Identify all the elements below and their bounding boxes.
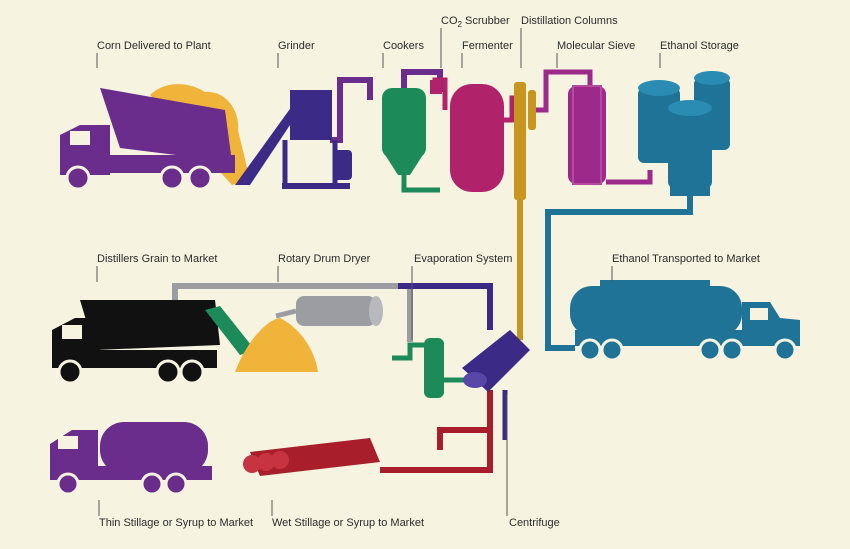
label-ethanol-transported: Ethanol Transported to Market <box>612 253 760 265</box>
rotary-drum-dryer <box>275 296 383 326</box>
labels: Corn Delivered to Plant Grinder Cookers … <box>97 15 760 529</box>
wheel-icon <box>140 472 164 496</box>
wheel-icon <box>56 472 80 496</box>
distillation-columns <box>514 82 536 200</box>
pipe-evap-dryer <box>392 342 430 361</box>
label-co2-scrubber: CO2 Scrubber <box>441 15 510 29</box>
grain-conveyor <box>205 306 255 355</box>
cab-window <box>70 131 90 145</box>
wheel-icon <box>600 338 624 362</box>
pipe-sieve-storage <box>606 170 653 185</box>
co2-prefix: CO <box>441 15 458 27</box>
label-wet-stillage: Wet Stillage or Syrup to Market <box>272 517 424 529</box>
grinder-legs <box>282 140 338 188</box>
wheel-icon <box>164 472 188 496</box>
grinder-machine <box>235 90 352 189</box>
label-distillers-grain: Distillers Grain to Market <box>97 253 217 265</box>
label-grinder: Grinder <box>278 40 315 52</box>
label-cookers: Cookers <box>383 40 424 52</box>
fermenter-tank <box>430 80 504 192</box>
evaporation-system <box>424 338 444 398</box>
cookers-tank <box>382 88 440 193</box>
wheel-icon <box>159 165 185 191</box>
centrifuge <box>462 330 530 392</box>
wheel-icon <box>720 338 744 362</box>
label-centrifuge: Centrifuge <box>509 517 560 529</box>
wet-stillage-pipes <box>243 438 380 476</box>
wheel-icon <box>179 359 205 385</box>
ethanol-storage-tanks <box>638 71 730 196</box>
wheel-icon <box>155 359 181 385</box>
corn-delivery-truck <box>60 84 250 191</box>
grain-pile-icon <box>235 318 318 372</box>
co2-scrubber-vessel <box>430 80 442 94</box>
pipe-centrifuge-red <box>380 390 493 473</box>
wheel-icon <box>578 338 602 362</box>
label-corn-delivered: Corn Delivered to Plant <box>97 40 211 52</box>
molecular-sieve <box>568 85 606 185</box>
distillers-grain-truck <box>52 300 220 385</box>
pipe-distillation-sieve <box>530 69 593 113</box>
pipe-network <box>172 69 693 473</box>
pipe-evaporation-loop <box>398 283 493 330</box>
wheel-icon <box>65 165 91 191</box>
label-ethanol-storage: Ethanol Storage <box>660 40 739 52</box>
co2-suffix: Scrubber <box>462 15 510 27</box>
grinder-hopper <box>290 90 332 140</box>
dryer-output <box>205 306 318 372</box>
leader-lines <box>96 28 661 516</box>
pipe-grinder-cookers <box>330 77 373 143</box>
ethanol-tanker-truck <box>570 280 800 362</box>
wheel-icon <box>773 338 797 362</box>
pipe-storage-truck <box>545 195 693 351</box>
label-molecular-sieve: Molecular Sieve <box>557 40 635 52</box>
wheel-icon <box>187 165 213 191</box>
pipe-centrifuge-red-2 <box>437 427 490 450</box>
label-fermenter: Fermenter <box>462 40 513 52</box>
label-evaporation-system: Evaporation System <box>414 253 512 265</box>
grinder-motor <box>334 150 352 180</box>
label-distillation-columns: Distillation Columns <box>521 15 618 27</box>
label-rotary-drum-dryer: Rotary Drum Dryer <box>278 253 371 265</box>
thin-stillage-truck <box>50 422 212 496</box>
dump-bed <box>100 88 232 162</box>
wheel-icon <box>57 359 83 385</box>
wheel-icon <box>698 338 722 362</box>
co2-subscript: 2 <box>458 20 463 29</box>
label-thin-stillage: Thin Stillage or Syrup to Market <box>99 517 253 529</box>
